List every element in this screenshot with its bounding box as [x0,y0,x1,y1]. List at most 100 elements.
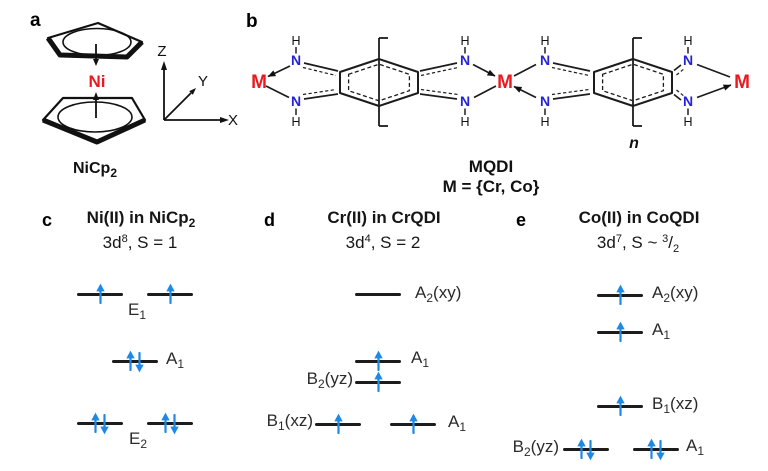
orbital-label-c-E1: E1 [127,300,147,322]
electron-spin-up-icon [333,413,344,434]
panel-e-title: Co(II) in CoQDI [579,208,700,228]
panel-c-config-sup: 8 [121,233,128,245]
svg-text:H: H [460,115,469,129]
panel-c-title-sub: 2 [188,216,196,230]
panel-e-config-frac-slash: / [668,233,673,252]
repeat-index-n: n [629,135,639,152]
panel-d-config-sup: 4 [364,233,371,245]
svg-text:H: H [683,34,692,48]
orbital-label-d-B1(xz): B1(xz) [266,411,313,433]
svg-text:N: N [291,93,301,109]
orbital-label-e-B1(xz): B1(xz) [652,394,699,416]
mqdi-metals-caption: M = {Cr, Co} [442,177,540,196]
orbital-label-d-A1: A1 [411,348,430,370]
dative-bonds [267,63,732,99]
orbital-level-c-E2-right [147,421,193,425]
cp-ring-bottom [41,96,147,145]
hydrogen-atom-labels: H H H H H H H H [291,34,692,129]
electron-spin-up-icon [615,284,626,305]
svg-text:H: H [291,115,300,129]
svg-text:N: N [540,52,550,68]
panel-d-config: 3d4, S = 2 [346,233,421,253]
orbital-label-e-A2(xy): A2(xy) [652,283,699,305]
panel-e-config: 3d7, S ~ 3/2 [597,233,679,255]
svg-text:H: H [460,34,469,48]
polymer-bracket-right [632,37,642,127]
electron-spin-up-icon [408,413,419,434]
panel-e-letter: e [516,210,527,230]
electron-spin-up-icon [576,438,587,459]
polymer-bracket-left [378,37,388,127]
electron-spin-down-icon [585,439,596,461]
electron-spin-up-icon [373,371,384,392]
orbital-label-e-A1: A1 [652,320,671,342]
panel-c-config-pre: 3d [102,233,122,252]
metal-ring-bond-top [93,44,99,66]
electron-spin-up-icon [373,350,384,371]
panel-e-config-frac-sub: 2 [672,243,680,255]
orbital-level-e-A1-lower [633,447,679,451]
panel-d-letter: d [264,210,275,230]
nicp2-caption: NiCp2 [73,160,117,180]
svg-text:H: H [683,115,692,129]
electron-spin-up-icon [165,283,176,304]
orbital-label-c-E2: E2 [128,429,148,451]
mn-bonds [265,63,731,99]
svg-text:H: H [540,115,549,129]
y-axis-arrowhead [189,88,196,95]
electron-spin-up-icon [160,412,171,433]
panel-e-config-pre: 3d [596,233,616,252]
svg-text:M: M [734,72,750,93]
panel-c-config: 3d8, S = 1 [103,233,178,253]
svg-text:N: N [683,52,693,68]
panel-e-config-frac-sup: 3 [662,233,669,245]
electron-spin-down-icon [134,351,145,373]
orbital-label-d-A1: A1 [448,412,467,434]
orbital-label-c-A1: A1 [166,349,185,371]
orbital-level-d-A2xy [355,292,401,296]
cp-ring-top [45,21,144,60]
panel-a-letter: a [30,10,41,31]
electron-spin-up-icon [646,438,657,459]
panel-d-title: Cr(II) in CrQDI [327,208,440,228]
x-axis-label: X [228,112,238,129]
panel-b-letter: b [246,11,258,32]
svg-text:H: H [540,34,549,48]
panel-c-title: Ni(II) in NiCp2 [87,208,196,230]
svg-text:M: M [497,72,513,93]
electron-spin-down-icon [99,413,110,435]
z-axis-arrowhead [161,61,167,70]
orbital-level-c-A1 [112,359,158,363]
panel-e-config-rest: , S ~ [621,233,663,252]
nh-bonds [295,47,689,115]
nitrogen-atom-labels: NN NN NN NN [291,52,693,109]
electron-spin-up-icon [615,395,626,416]
svg-text:N: N [460,52,470,68]
electron-spin-up-icon [615,321,626,342]
mqdi-caption: MQDI [468,157,514,176]
orbital-level-c-E2-left [77,421,123,425]
orbital-label-d-B2(yz): B2(yz) [306,369,353,391]
y-axis-label: Y [198,73,208,90]
panel-c-config-rest: , S = 1 [127,233,178,252]
svg-text:M: M [251,72,267,93]
panel-c-letter: c [42,210,53,230]
orbital-label-e-B2(yz): B2(yz) [512,437,559,459]
orbital-level-e-B2yz [563,447,609,451]
nickel-atom-label: Ni [89,72,106,91]
electron-spin-down-icon [169,413,180,435]
svg-text:N: N [540,93,550,109]
cn-bonds [302,62,685,101]
svg-text:H: H [291,34,300,48]
z-axis-label: Z [157,43,166,60]
x-axis-arrowhead [220,117,229,123]
panel-a-structure: a Ni Z Y X [30,10,238,180]
panel-e-title-text: Co(II) in CoQDI [578,208,700,227]
panel-b-structure: b n [246,11,750,152]
orbital-label-e-A1: A1 [686,436,705,458]
panel-e-config-sup: 7 [615,233,622,245]
electron-spin-up-icon [95,283,106,304]
electron-spin-down-icon [655,439,666,461]
